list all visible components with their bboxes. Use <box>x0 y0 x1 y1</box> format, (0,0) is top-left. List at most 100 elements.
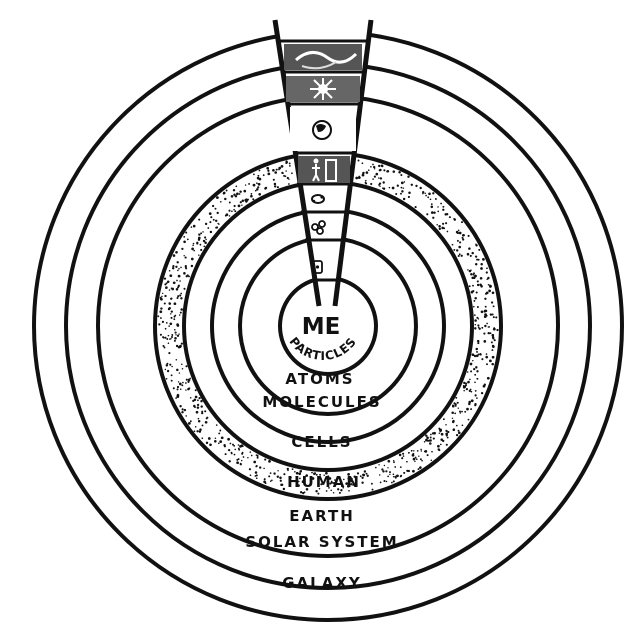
stipple-dot <box>481 358 484 361</box>
stipple-dot <box>457 229 460 232</box>
stipple-dot <box>165 287 167 289</box>
stipple-dot <box>420 448 422 451</box>
stipple-dot <box>432 192 435 195</box>
stipple-dot <box>361 476 364 479</box>
stipple-dot <box>162 344 165 348</box>
stipple-dot <box>474 327 477 330</box>
stipple-dot <box>248 468 251 471</box>
stipple-dot <box>288 183 290 185</box>
stipple-dot <box>476 377 479 380</box>
stipple-dot <box>460 254 463 257</box>
stipple-dot <box>219 440 223 443</box>
stipple-dot <box>473 314 476 316</box>
galaxy-swirl-icon <box>284 44 362 70</box>
stipple-dot <box>402 187 405 189</box>
label-solar-system: SOLAR SYSTEM <box>245 533 398 551</box>
stipple-dot <box>327 475 330 478</box>
stipple-dot <box>467 234 470 237</box>
stipple-dot <box>170 313 172 315</box>
stipple-dot <box>370 166 372 168</box>
stipple-dot <box>196 403 200 407</box>
stipple-dot <box>179 280 181 282</box>
stipple-dot <box>280 165 284 168</box>
stipple-dot <box>189 377 192 380</box>
stipple-dot <box>303 478 306 481</box>
stipple-dot <box>217 222 219 225</box>
stipple-dot <box>175 344 179 348</box>
stipple-dot <box>190 226 193 228</box>
stipple-dot <box>380 164 384 168</box>
stipple-dot <box>340 489 343 492</box>
stipple-dot <box>424 192 426 195</box>
stipple-dot <box>462 384 465 387</box>
stipple-dot <box>459 412 462 414</box>
stipple-dot <box>442 439 445 443</box>
stipple-dot <box>388 186 391 189</box>
stipple-dot <box>197 236 201 240</box>
stipple-dot <box>189 420 192 423</box>
stipple-dot <box>198 218 201 221</box>
sun-icon <box>286 76 360 102</box>
stipple-dot <box>464 384 467 387</box>
stipple-dot <box>187 388 190 391</box>
stipple-dot <box>402 452 405 455</box>
stipple-dot <box>163 277 167 280</box>
stipple-dot <box>346 484 350 488</box>
stipple-dot <box>272 178 275 181</box>
stipple-dot <box>177 346 181 349</box>
stipple-dot <box>244 198 247 202</box>
stipple-dot <box>276 475 279 478</box>
stipple-dot <box>262 174 265 177</box>
stipple-dot <box>158 323 161 326</box>
stipple-dot <box>413 450 415 452</box>
stipple-dot <box>400 173 403 176</box>
stipple-dot <box>352 484 354 486</box>
stipple-dot <box>255 477 258 480</box>
stipple-dot <box>362 473 364 476</box>
stipple-dot <box>168 289 171 291</box>
stipple-dot <box>248 182 251 185</box>
stipple-dot <box>175 359 178 361</box>
stipple-dot <box>477 326 480 329</box>
stipple-dot <box>268 460 271 463</box>
stipple-dot <box>196 406 200 409</box>
stipple-dot <box>208 212 212 215</box>
stipple-dot <box>157 315 160 318</box>
stipple-dot <box>170 310 173 313</box>
stipple-dot <box>461 236 464 239</box>
stipple-dot <box>204 420 208 424</box>
stipple-dot <box>160 307 163 310</box>
stipple-dot <box>465 382 468 385</box>
stipple-dot <box>483 332 486 335</box>
stipple-dot <box>279 479 282 482</box>
stipple-dot <box>311 477 315 480</box>
stipple-dot <box>491 344 495 348</box>
stipple-dot <box>185 415 187 417</box>
stipple-dot <box>171 334 174 336</box>
stipple-dot <box>401 457 404 460</box>
stipple-dot <box>451 417 454 420</box>
stipple-dot <box>181 247 184 251</box>
stipple-dot <box>165 282 168 285</box>
stipple-dot <box>337 488 340 491</box>
stipple-dot <box>461 424 464 427</box>
center-label-me: ME <box>302 314 341 340</box>
stipple-dot <box>181 363 183 365</box>
stipple-dot <box>468 285 471 288</box>
stipple-dot <box>202 239 206 243</box>
stipple-dot <box>288 178 290 180</box>
stipple-dot <box>468 247 471 250</box>
stipple-dot <box>190 264 194 268</box>
stipple-dot <box>272 168 275 172</box>
stipple-dot <box>166 280 170 284</box>
stipple-dot <box>357 159 360 162</box>
stipple-dot <box>239 463 242 466</box>
stipple-dot <box>176 334 180 337</box>
stipple-dot <box>391 186 395 190</box>
stipple-dot <box>461 410 463 413</box>
stipple-dot <box>362 171 365 174</box>
stipple-dot <box>484 324 487 328</box>
stipple-dot <box>485 353 488 355</box>
stipple-dot <box>320 483 323 486</box>
stipple-dot <box>184 266 187 269</box>
